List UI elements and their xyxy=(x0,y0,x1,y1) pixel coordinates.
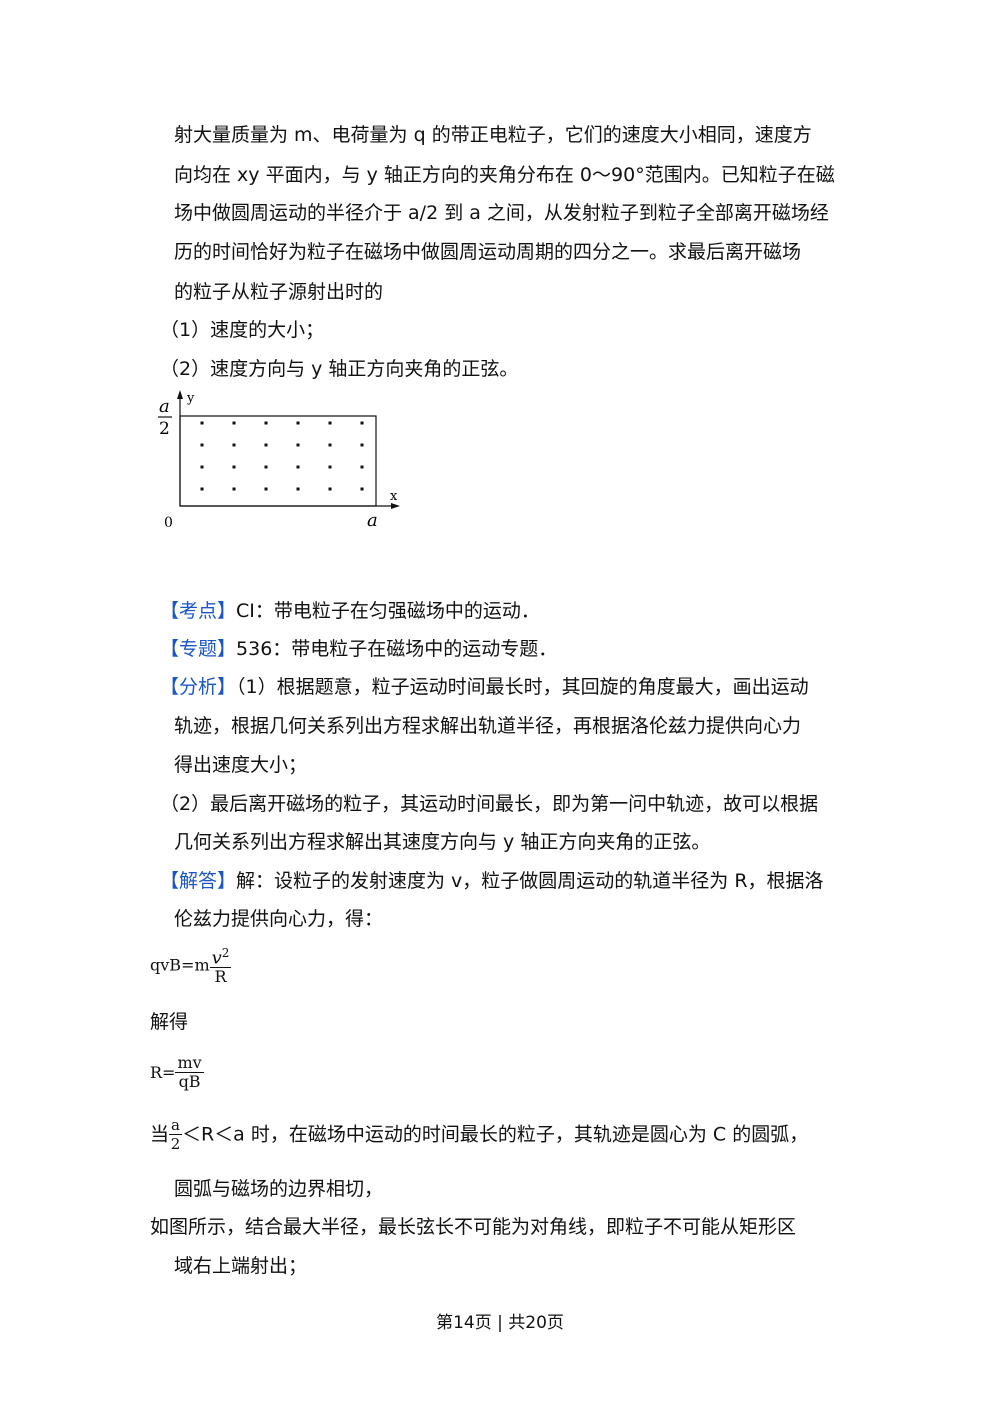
eq1-fraction: v2 R xyxy=(209,944,232,987)
height-label-num: a xyxy=(159,396,170,417)
field-dot xyxy=(296,465,300,469)
eq1-num: v xyxy=(211,947,222,969)
magnetic-field-figure: y x 0 a 2 a xyxy=(158,390,400,531)
jieda-arc-line: 圆弧与磁场的边界相切， xyxy=(174,1178,384,1200)
kaodian-tag: 【考点】 xyxy=(160,600,237,622)
eq2-left: R= xyxy=(150,1063,176,1082)
height-label-den: 2 xyxy=(159,419,170,439)
width-label: a xyxy=(367,510,378,531)
field-dot xyxy=(232,443,236,447)
kaodian-row: 【考点】CI：带电粒子在匀强磁场中的运动． xyxy=(160,598,540,624)
x-axis-arrow xyxy=(391,503,400,509)
jieda-tag: 【解答】 xyxy=(160,870,237,892)
problem-line-1: 射大量质量为 m、电荷量为 q 的带正电粒子，它们的速度大小相同，速度方 xyxy=(174,124,812,146)
field-dot xyxy=(296,421,300,425)
eq1-left: qvB=m xyxy=(150,955,210,975)
field-dot xyxy=(232,421,236,425)
problem-line-5: 的粒子从粒子源射出时的 xyxy=(174,281,384,303)
fenxi-line-4: （2）最后离开磁场的粒子，其运动时间最长，即为第一问中轨迹，故可以根据 xyxy=(160,793,819,815)
x-axis-label: x xyxy=(390,489,398,504)
zhuanti-row: 【专题】536：带电粒子在磁场中的运动专题． xyxy=(160,636,557,662)
fenxi-line-3: 得出速度大小； xyxy=(174,754,308,776)
eq2-den: qB xyxy=(178,1072,201,1091)
cond-fraction: a 2 xyxy=(169,1116,182,1153)
kaodian-text: CI：带电粒子在匀强磁场中的运动． xyxy=(236,600,540,622)
field-dot xyxy=(328,465,332,469)
zhuanti-text: 536：带电粒子在磁场中的运动专题． xyxy=(236,638,558,660)
question-2: （2）速度方向与 y 轴正方向夹角的正弦。 xyxy=(160,358,519,380)
field-dots xyxy=(200,421,364,491)
jieda-line-1: 解：设粒子的发射速度为 v，粒子做圆周运动的轨道半径为 R，根据洛 xyxy=(236,870,824,892)
field-dot xyxy=(360,443,364,447)
field-dot xyxy=(328,421,332,425)
problem-line-4: 历的时间恰好为粒子在磁场中做圆周运动周期的四分之一。求最后离开磁场 xyxy=(174,241,802,263)
field-dot xyxy=(360,487,364,491)
jieda-fig-line: 如图所示，结合最大半径，最长弦长不可能为对角线，即粒子不可能从矩形区 xyxy=(150,1216,797,1238)
cond-den: 2 xyxy=(170,1135,181,1153)
field-dot xyxy=(360,421,364,425)
eq1-sup: 2 xyxy=(221,946,230,960)
problem-line-3: 场中做圆周运动的半径介于 a/2 到 a 之间，从发射粒子到粒子全部离开磁场经 xyxy=(174,202,829,224)
field-region xyxy=(179,415,377,507)
condition-row: 当 a 2 ＜R＜a 时，在磁场中运动的时间最长的粒子，其轨迹是圆心为 C 的圆… xyxy=(150,1116,808,1153)
eq1-den: R xyxy=(214,967,227,987)
field-dot xyxy=(200,421,204,425)
field-dot xyxy=(232,487,236,491)
field-dot xyxy=(264,443,268,447)
eq2-fraction: mv qB xyxy=(175,1053,204,1091)
field-dot xyxy=(296,443,300,447)
cond-rest: ＜R＜a 时，在磁场中运动的时间最长的粒子，其轨迹是圆心为 C 的圆弧， xyxy=(181,1123,809,1146)
fenxi-line-1: （1）根据题意，粒子运动时间最长时，其回旋的角度最大，画出运动 xyxy=(236,676,809,698)
field-dot xyxy=(328,443,332,447)
fenxi-line-5: 几何关系列出方程求解出其速度方向与 y 轴正方向夹角的正弦。 xyxy=(174,831,711,853)
origin-label: 0 xyxy=(164,515,173,531)
equation-lorentz: qvB=m v2 R xyxy=(150,944,232,987)
field-dot xyxy=(264,421,268,425)
field-dot xyxy=(232,465,236,469)
field-dot xyxy=(360,465,364,469)
fenxi-tag: 【分析】 xyxy=(160,676,237,698)
field-dot xyxy=(264,487,268,491)
field-dot xyxy=(200,443,204,447)
field-dot xyxy=(328,487,332,491)
equation-radius: R= mv qB xyxy=(150,1054,204,1091)
y-axis-label: y xyxy=(186,391,195,406)
jiede-text: 解得 xyxy=(150,1011,189,1033)
field-dot xyxy=(200,487,204,491)
eq2-num: mv xyxy=(175,1053,204,1073)
field-dot xyxy=(264,465,268,469)
jieda-row: 【解答】解：设粒子的发射速度为 v，粒子做圆周运动的轨道半径为 R，根据洛 xyxy=(160,868,824,894)
zhuanti-tag: 【专题】 xyxy=(160,638,237,660)
y-axis-arrow xyxy=(177,390,183,399)
fenxi-line-2: 轨迹，根据几何关系列出方程求解出轨道半径，再根据洛伦兹力提供向心力 xyxy=(174,715,802,737)
cond-prefix: 当 xyxy=(150,1123,170,1146)
jieda-end-line: 域右上端射出； xyxy=(174,1255,308,1277)
fenxi-row: 【分析】（1）根据题意，粒子运动时间最长时，其回旋的角度最大，画出运动 xyxy=(160,674,809,700)
question-1: （1）速度的大小； xyxy=(160,319,325,341)
page-footer: 第14页 | 共20页 xyxy=(436,1313,564,1333)
field-dot xyxy=(296,487,300,491)
field-dot xyxy=(200,465,204,469)
jieda-line-2: 伦兹力提供向心力，得： xyxy=(174,908,384,930)
cond-num: a xyxy=(169,1116,182,1135)
problem-line-2: 向均在 xy 平面内，与 y 轴正方向的夹角分布在 0～90°范围内。已知粒子在… xyxy=(174,164,835,186)
